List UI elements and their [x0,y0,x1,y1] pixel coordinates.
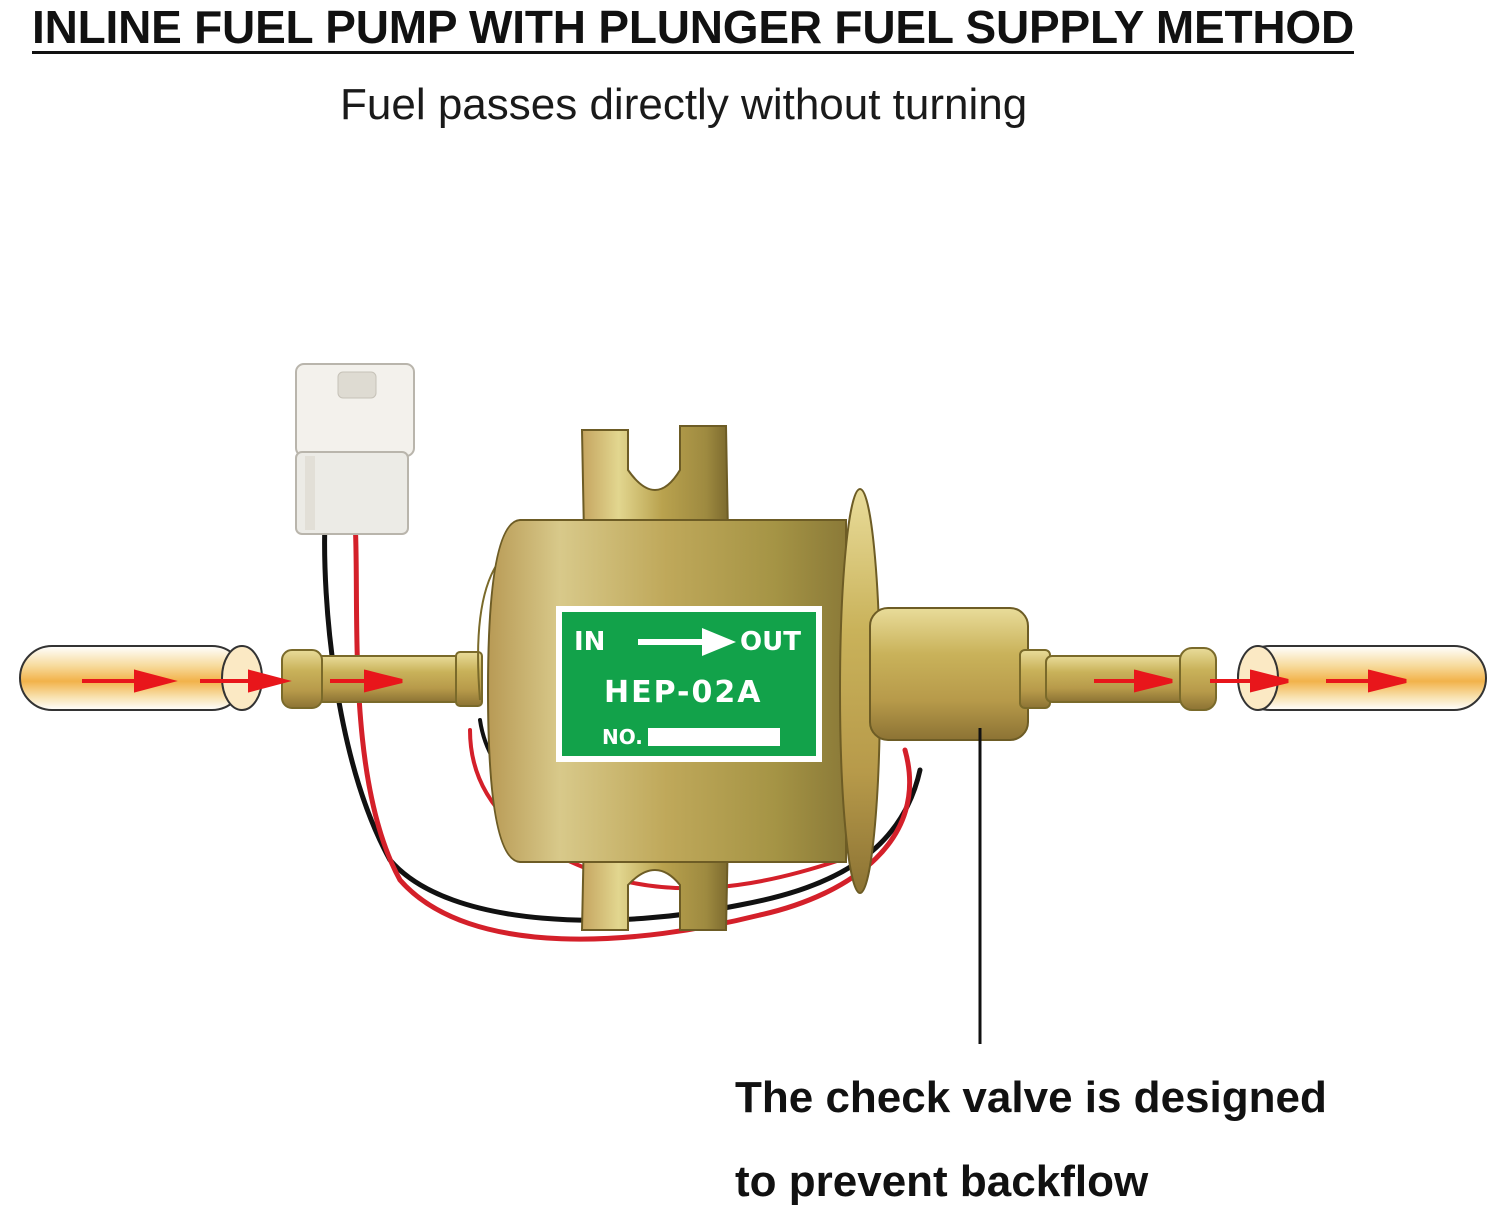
flow-direction-arrow-icon [702,628,736,656]
check-valve [869,607,1029,741]
flow-arrow-icon [1326,669,1407,693]
callout-line-2: to prevent backflow [735,1157,1149,1206]
check-valve-callout: The check valve is designed to prevent b… [735,1056,1327,1224]
wire-connector [295,363,415,535]
label-no-text: NO. [602,725,643,749]
flow-arrow-icon [1210,669,1289,693]
label-in-text: IN [574,627,605,657]
pump-label: IN OUT HEP-02A NO. [556,606,822,762]
serial-number-blank [648,728,780,746]
flow-arrow-icon [82,669,178,693]
flow-arrows [82,669,1407,693]
flow-arrow-icon [1094,669,1173,693]
flow-arrow-icon [200,669,292,693]
page-title: INLINE FUEL PUMP WITH PLUNGER FUEL SUPPL… [32,1,1354,53]
label-model-text: HEP-02A [604,675,762,710]
page-subtitle: Fuel passes directly without turning [340,80,1028,129]
label-out-text: OUT [740,627,801,657]
flow-arrow-icon [330,669,403,693]
callout-line-1: The check valve is designed [735,1073,1327,1122]
outlet-fuel-tube [1237,645,1487,711]
